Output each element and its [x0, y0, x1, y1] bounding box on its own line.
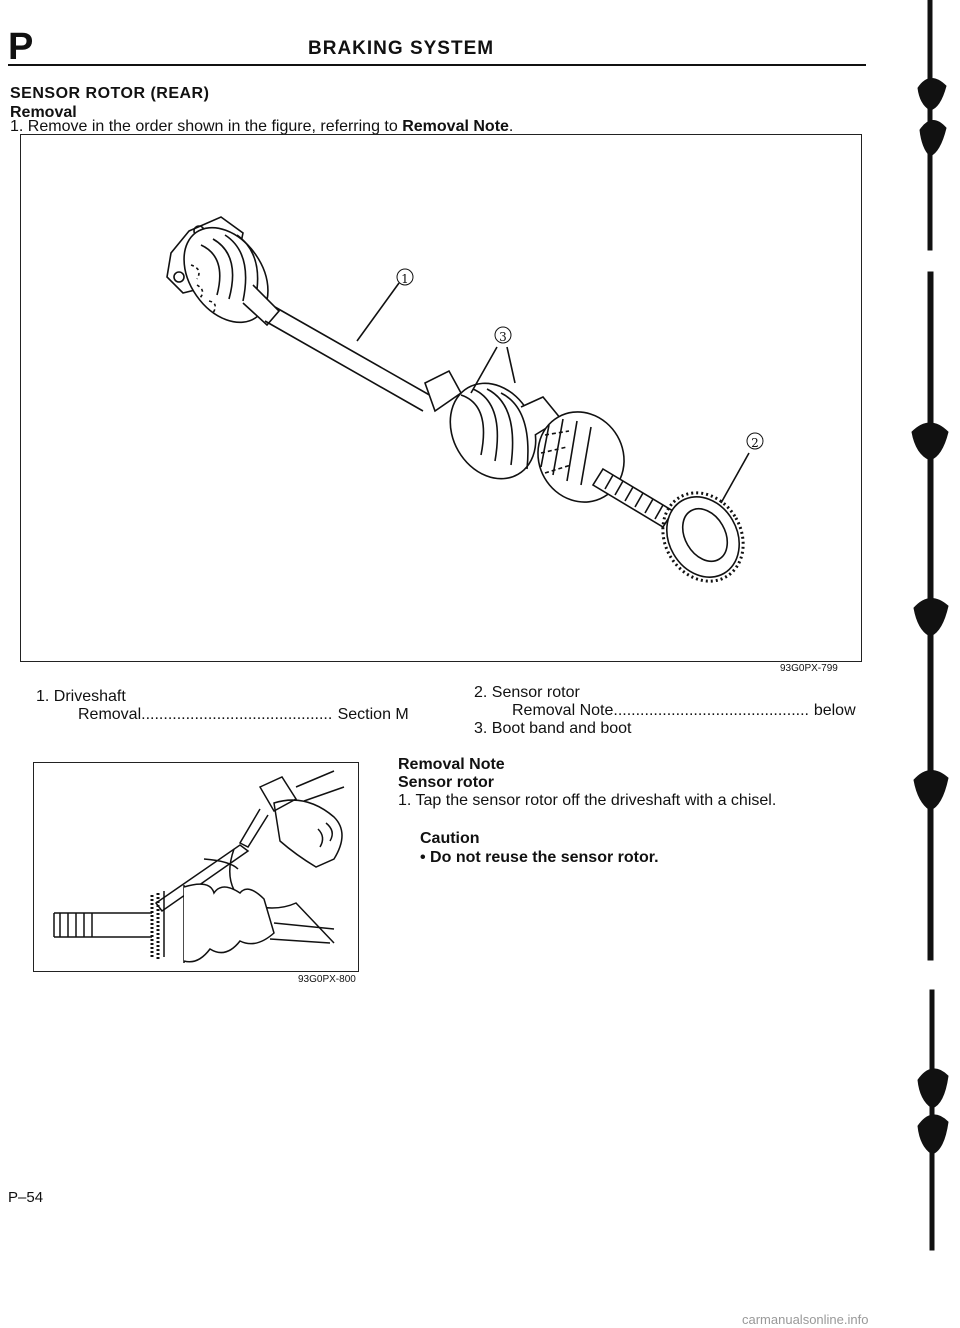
step-text: 1. Remove in the order shown in the figu…: [10, 118, 398, 135]
chisel-figure: [33, 762, 359, 972]
instruction-step-1: 1. Remove in the order shown in the figu…: [10, 118, 513, 136]
removal-note-step-1: 1. Tap the sensor rotor off the drivesha…: [398, 792, 777, 809]
legend-item-1-sub-label: Removal: [78, 706, 142, 723]
section-letter: P: [8, 26, 35, 68]
page-number: P–54: [8, 1189, 44, 1206]
section-title: BRAKING SYSTEM: [308, 38, 495, 59]
figure-code-799: 93G0PX-799: [780, 663, 838, 674]
page-title: SENSOR ROTOR (REAR): [10, 85, 210, 102]
step-suffix: .: [508, 118, 514, 135]
subheading-removal: Removal: [10, 104, 77, 121]
legend-item-1-sub-ref: Section M: [337, 706, 409, 723]
legend-item-3: 3. Boot band and boot: [474, 720, 632, 737]
caution-heading: Caution: [420, 830, 480, 847]
driveshaft-figure: 1 3 2: [20, 134, 862, 662]
header-rule: [8, 64, 866, 66]
legend-item-2-sub-label: Removal Note: [512, 702, 614, 719]
callout-3: 3: [499, 330, 507, 344]
sensor-rotor-heading: Sensor rotor: [398, 774, 495, 791]
callout-1: 1: [401, 272, 409, 286]
callout-2: 2: [751, 436, 759, 450]
legend-item-1: 1. Driveshaft: [36, 688, 126, 705]
caution-bullet: • Do not reuse the sensor rotor.: [420, 849, 659, 866]
footer-watermark: carmanualsonline.info: [742, 1312, 869, 1327]
step-emphasis: Removal Note: [402, 118, 509, 135]
legend-item-1-sub: Removal.................................…: [78, 706, 409, 723]
removal-note-heading: Removal Note: [398, 756, 505, 773]
legend-item-2-sub-ref: below: [813, 702, 856, 719]
chisel-illustration: [53, 770, 345, 963]
legend-item-2-sub: Removal Note............................…: [512, 702, 856, 719]
legend-item-2: 2. Sensor rotor: [474, 684, 580, 701]
driveshaft-illustration: 1 3 2: [166, 216, 764, 583]
figure-code-800: 93G0PX-800: [298, 974, 356, 985]
